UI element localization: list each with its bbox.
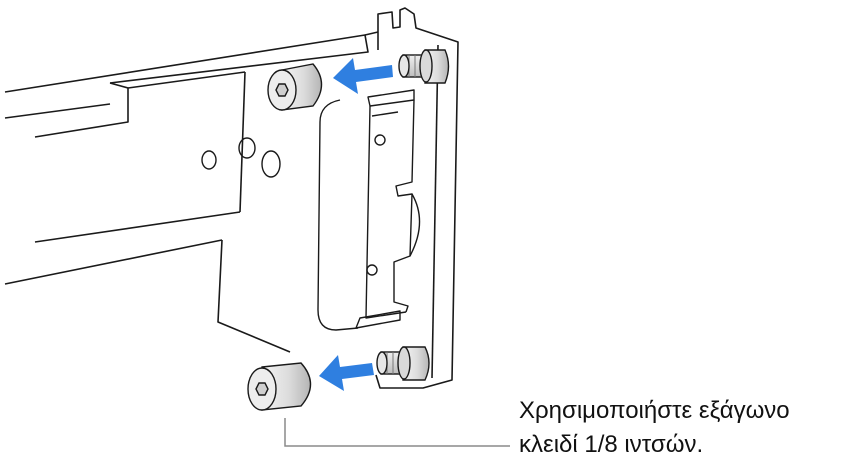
- arrow-left-icon: [333, 58, 393, 94]
- hex-socket-screw-icon: [376, 346, 430, 381]
- hex-socket-screw-icon: [398, 49, 450, 84]
- callout-leader-line: [284, 418, 510, 447]
- callout-line-2: κλειδί 1/8 ιντσών.: [519, 431, 704, 458]
- callout-line-1: Χρησιμοποιήστε εξάγωνο: [519, 397, 790, 424]
- hex-socket-screw-icon: [247, 362, 312, 411]
- arrow-left-icon: [319, 355, 374, 391]
- bracket-slot: [317, 89, 421, 331]
- rail-body: [4, 31, 379, 353]
- rail-holes: [201, 137, 281, 178]
- hex-socket-screw-icon: [267, 63, 323, 111]
- callout-text: Χρησιμοποιήστε εξάγωνο κλειδί 1/8 ιντσών…: [519, 394, 857, 462]
